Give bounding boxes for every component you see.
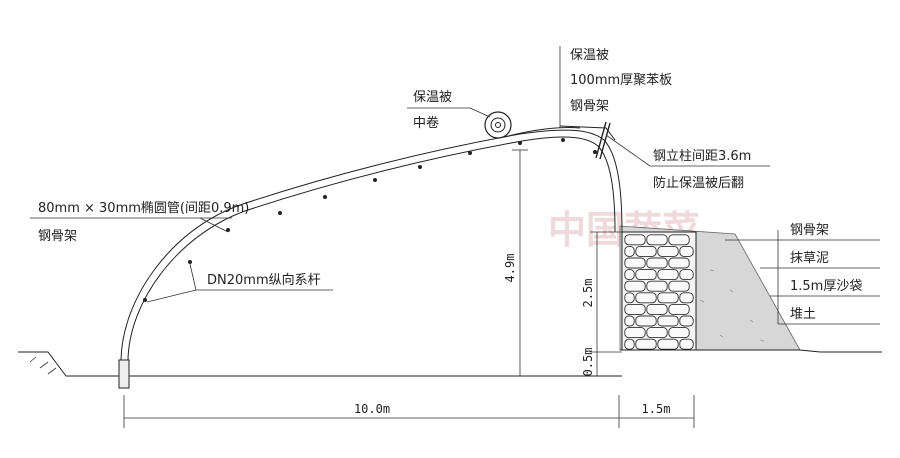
- sandbag: [646, 303, 668, 315]
- top-quilt-label: 保温被: [570, 48, 609, 63]
- back-roof: [559, 125, 616, 141]
- sandbag: [624, 292, 635, 304]
- wall-layer-1: 钢骨架: [790, 223, 829, 238]
- pipe-leader: [199, 217, 229, 233]
- sandbag: [668, 257, 690, 269]
- front-footing: [118, 359, 130, 389]
- sandbag: [646, 327, 668, 339]
- sandbag: [679, 315, 694, 327]
- pipe-spec-label: 80mm × 30mm椭圆管(间距0.9m): [38, 200, 249, 216]
- sandbag: [646, 257, 668, 269]
- sandbag-wall: [621, 231, 697, 351]
- back-depth-label: 1.5m: [642, 402, 671, 416]
- sandbag: [679, 269, 694, 281]
- sandbag: [635, 315, 657, 327]
- sandbag: [624, 338, 635, 350]
- quilt-roll-label: 保温被: [413, 90, 452, 105]
- sandbag: [635, 338, 657, 350]
- quilt-roll-leader: [469, 107, 491, 118]
- sandbag: [679, 245, 694, 257]
- column-leader: [605, 134, 651, 167]
- sandbag: [624, 315, 635, 327]
- sandbag: [657, 292, 679, 304]
- sandbag: [646, 234, 668, 246]
- ground-line: [18, 351, 622, 377]
- sandbag: [668, 327, 690, 339]
- wall-height-label: 2.5m: [581, 279, 595, 308]
- sandbag: [657, 245, 679, 257]
- column-spacing-label: 钢立柱间距3.6m: [653, 149, 751, 164]
- sandbag: [624, 303, 646, 315]
- sandbag: [679, 292, 694, 304]
- polystyrene-label: 100mm厚聚苯板: [570, 73, 672, 88]
- tie-rod-dots: [143, 138, 597, 302]
- arch-outer: [120, 129, 623, 361]
- sandbag: [657, 269, 679, 281]
- sandbag: [624, 245, 635, 257]
- tie-rod-leader-1: [189, 263, 197, 291]
- roof-top: [504, 127, 581, 138]
- sandbag: [646, 280, 668, 292]
- quilt-roll-position-label: 中卷: [413, 115, 439, 131]
- sandbag: [668, 234, 690, 246]
- span-label: 10.0m: [354, 402, 390, 416]
- sandbag: [635, 292, 657, 304]
- tie-rod-label: DN20mm纵向系杆: [207, 272, 321, 288]
- wall-layer-4: 堆土: [790, 307, 816, 322]
- sandbag: [624, 269, 635, 281]
- base-height-label: 0.5m: [581, 348, 595, 377]
- anti-flip-label: 防止保温被后翻: [653, 175, 744, 191]
- wall-layer-2: 抹草泥: [790, 251, 829, 266]
- sandbag: [657, 338, 679, 350]
- sandbag: [624, 257, 646, 269]
- sandbag: [624, 327, 646, 339]
- sandbag: [668, 303, 690, 315]
- steel-frame-left-label: 钢骨架: [38, 229, 77, 244]
- sandbag: [635, 245, 657, 257]
- sandbag: [679, 338, 694, 350]
- wall-layer-3: 1.5m厚沙袋: [790, 279, 862, 294]
- sandbag: [657, 315, 679, 327]
- ground-line-right: [620, 349, 882, 353]
- ridge-height-label: 4.9m: [503, 254, 517, 283]
- wall-layer-labels: 钢骨架 抹草泥 1.5m厚沙袋 堆土: [725, 223, 880, 325]
- sandbag: [624, 280, 646, 292]
- sandbag: [635, 269, 657, 281]
- quilt-roll: [484, 111, 512, 139]
- sandbag: [624, 234, 646, 246]
- steel-frame-top-label: 钢骨架: [570, 99, 609, 114]
- anti-flip-post: [595, 121, 611, 160]
- sandbag: [668, 280, 690, 292]
- ground-hatch: [29, 356, 57, 375]
- arch-inner: [127, 136, 616, 361]
- tie-rod-leader-2: [146, 289, 197, 303]
